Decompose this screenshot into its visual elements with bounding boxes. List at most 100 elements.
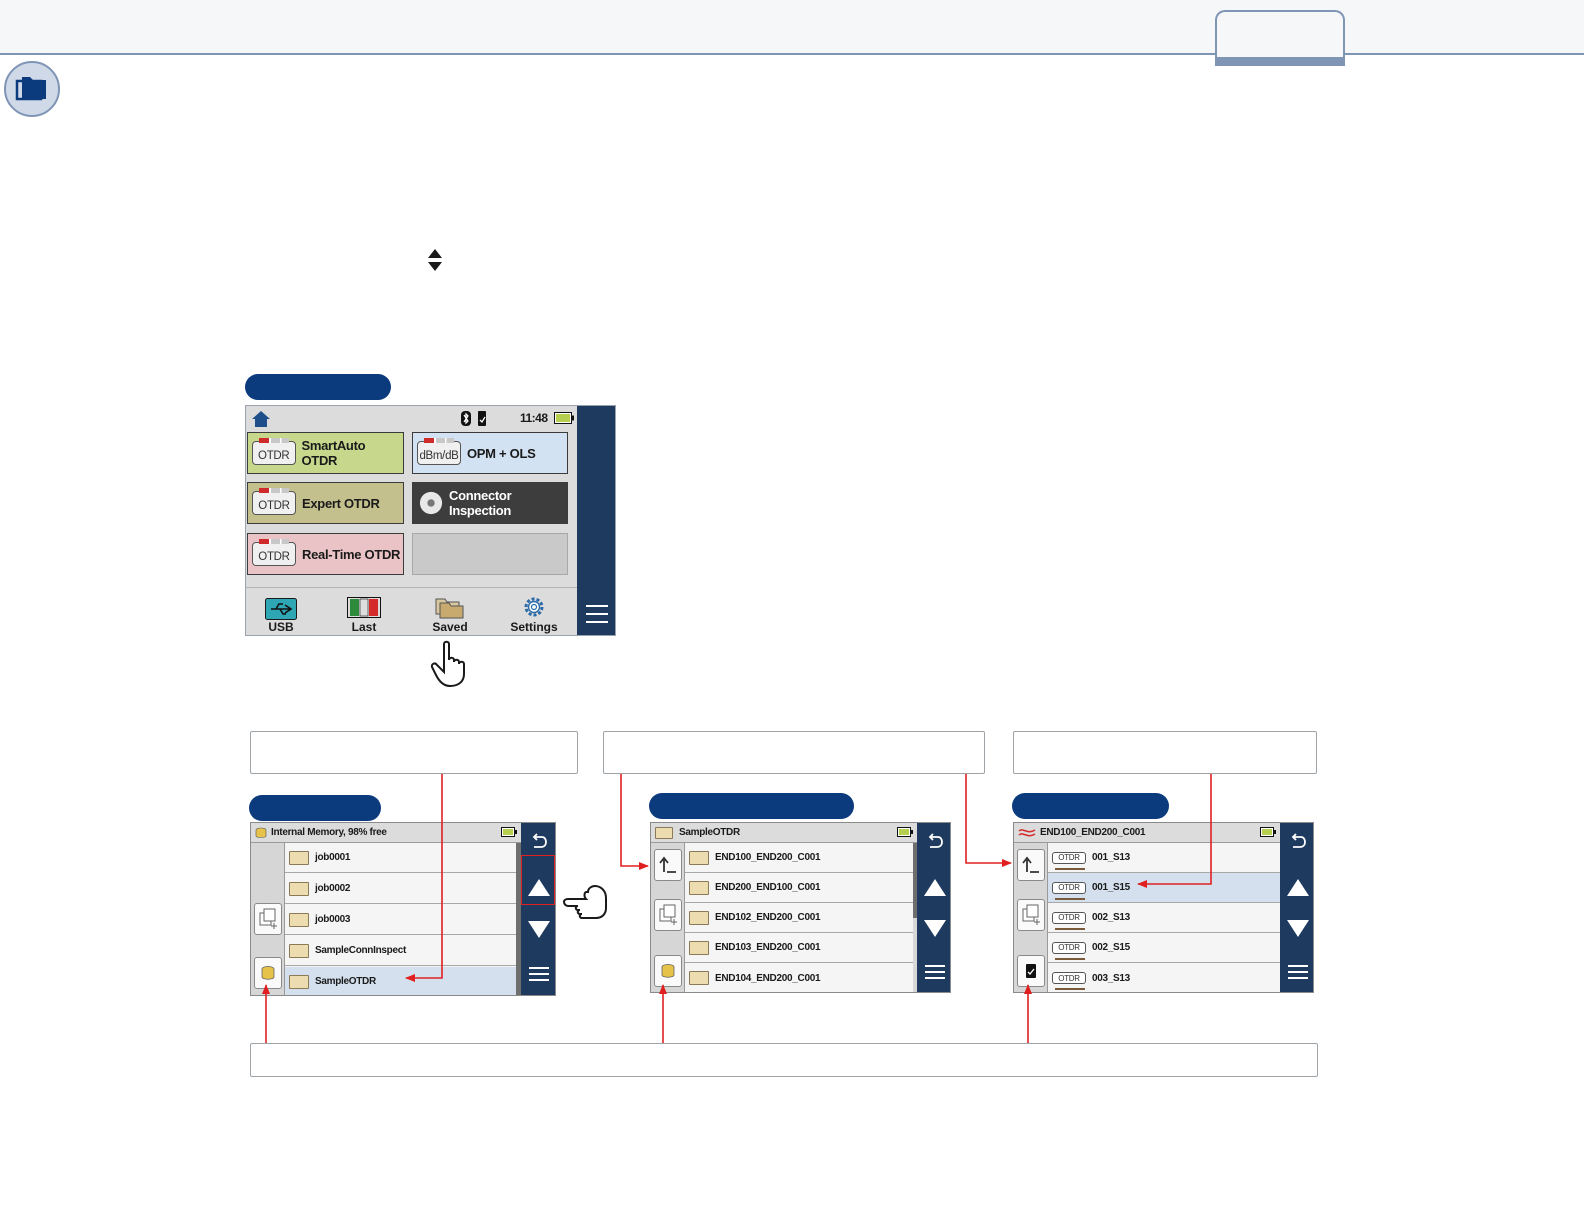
tile-expert-otdr[interactable]: OTDR Expert OTDR (247, 482, 404, 524)
scroll-down-icon[interactable] (924, 920, 946, 937)
list-item[interactable]: END200_END100_C001 (685, 873, 913, 903)
folder-icon (655, 826, 673, 839)
copy-add-icon[interactable] (254, 903, 282, 935)
section-label-pill (249, 795, 381, 821)
list-item[interactable]: OTDR 002_S13 (1048, 903, 1280, 933)
last-button[interactable]: Last (329, 590, 399, 634)
back-icon[interactable] (926, 833, 944, 851)
tile-label: SmartAuto OTDR (301, 438, 366, 468)
bluetooth-icon (461, 411, 471, 426)
list-item[interactable]: END103_END200_C001 (685, 933, 913, 963)
otdr-icon: OTDR (252, 438, 296, 465)
menu-icon[interactable] (586, 605, 608, 623)
copy-add-icon[interactable] (654, 899, 682, 931)
menu-icon[interactable] (1288, 965, 1308, 979)
scroll-down-icon[interactable] (528, 921, 550, 938)
scrollbar[interactable] (516, 843, 521, 995)
file-list: END100_END200_C001 END200_END100_C001 EN… (685, 843, 913, 992)
item-label: 002_S15 (1092, 942, 1130, 953)
copy-add-icon[interactable] (1017, 899, 1045, 931)
section-label-pill (245, 374, 391, 400)
saved-button[interactable]: Saved (415, 590, 485, 634)
parent-folder-icon[interactable] (1017, 849, 1045, 881)
item-label: 003_S13 (1092, 972, 1130, 984)
menu-icon[interactable] (529, 967, 549, 981)
file-browser-sampleotdr: SampleOTDR END100_END200_C001 END200_END… (650, 822, 951, 993)
back-icon[interactable] (530, 833, 548, 851)
settings-button[interactable]: Settings (499, 590, 569, 634)
home-icon[interactable] (251, 410, 271, 428)
tap-hand-icon (430, 640, 465, 688)
tile-label: OPM + OLS (467, 445, 536, 461)
item-label: END102_END200_C001 (715, 912, 821, 923)
highlight-frame (521, 855, 555, 905)
otdr-file-icon: OTDR (1052, 881, 1086, 900)
tile-label: Real-Time OTDR (302, 546, 401, 562)
side-panel (577, 406, 615, 635)
otdr-file-icon: OTDR (1052, 851, 1086, 870)
storage-icon[interactable] (654, 955, 682, 987)
list-item[interactable]: END102_END200_C001 (685, 903, 913, 933)
tile-opm-ols[interactable]: dBm/dB OPM + OLS (412, 432, 568, 474)
otdr-file-icon: OTDR (1052, 911, 1086, 930)
tile-label: Expert OTDR (302, 495, 380, 511)
scroll-up-icon[interactable] (924, 879, 946, 896)
otdr-file-icon: OTDR (1052, 972, 1086, 990)
section-label-pill (1012, 793, 1169, 819)
list-item[interactable]: job0001 (285, 843, 516, 873)
usb-button[interactable]: USB (246, 590, 316, 634)
list-item[interactable]: job0003 (285, 905, 516, 935)
panel-title: Internal Memory, 98% free (271, 827, 387, 838)
toolbar-label: Last (351, 620, 377, 634)
toolbar-label: Settings (510, 620, 558, 634)
callout-box (603, 731, 985, 774)
list-item[interactable]: OTDR 001_S13 (1048, 843, 1280, 873)
list-item[interactable]: END104_END200_C001 (685, 963, 913, 992)
battery-icon (554, 412, 574, 424)
item-label: job0003 (315, 914, 351, 925)
status-time: 11:48 (520, 411, 548, 425)
scroll-up-icon[interactable] (528, 879, 550, 896)
list-item-selected[interactable]: SampleOTDR (285, 967, 516, 995)
scrollbar[interactable] (913, 843, 918, 918)
tile-smartauto-otdr[interactable]: OTDR SmartAuto OTDR (247, 432, 404, 474)
probe-icon (419, 491, 443, 515)
list-item[interactable]: job0002 (285, 874, 516, 904)
folder-icon (689, 971, 709, 985)
folder-icon (689, 910, 709, 925)
file-browser-internal-memory: Internal Memory, 98% free job0001 job000… (250, 822, 556, 996)
tap-hand-icon (562, 884, 607, 919)
up-down-arrows-icon (428, 249, 442, 271)
scroll-down-icon[interactable] (1287, 920, 1309, 937)
last-icon (347, 597, 381, 618)
back-icon[interactable] (1289, 833, 1307, 851)
fiber-folder-icon (1018, 828, 1036, 836)
menu-icon[interactable] (925, 965, 945, 979)
file-list: job0001 job0002 job0003 SampleConnInspec… (285, 843, 516, 995)
list-item[interactable]: SampleConnInspect (285, 936, 516, 966)
tile-label: Connector Inspection (449, 488, 512, 518)
item-label: 002_S13 (1092, 912, 1130, 923)
tile-connector-inspection[interactable]: Connector Inspection (412, 482, 568, 524)
panel-left-column (1014, 843, 1048, 992)
usb-drive-icon[interactable] (1017, 955, 1045, 987)
list-item[interactable]: END100_END200_C001 (685, 843, 913, 873)
parent-folder-icon[interactable] (654, 849, 682, 881)
tile-empty (412, 533, 568, 575)
item-label: job0001 (315, 852, 351, 863)
item-label: 001_S13 (1092, 852, 1130, 863)
folder-icon (689, 850, 709, 865)
list-item[interactable]: OTDR 003_S13 (1048, 963, 1280, 992)
tile-realtime-otdr[interactable]: OTDR Real-Time OTDR (247, 533, 404, 575)
callout-box (1013, 731, 1317, 774)
folder-icon (4, 61, 60, 117)
callout-box (250, 731, 578, 774)
panel-side-nav (1280, 823, 1313, 992)
status-bar: 11:48 (246, 406, 578, 430)
scroll-up-icon[interactable] (1287, 879, 1309, 896)
saved-folders-icon (435, 598, 464, 619)
toolbar-label: Saved (432, 620, 468, 634)
